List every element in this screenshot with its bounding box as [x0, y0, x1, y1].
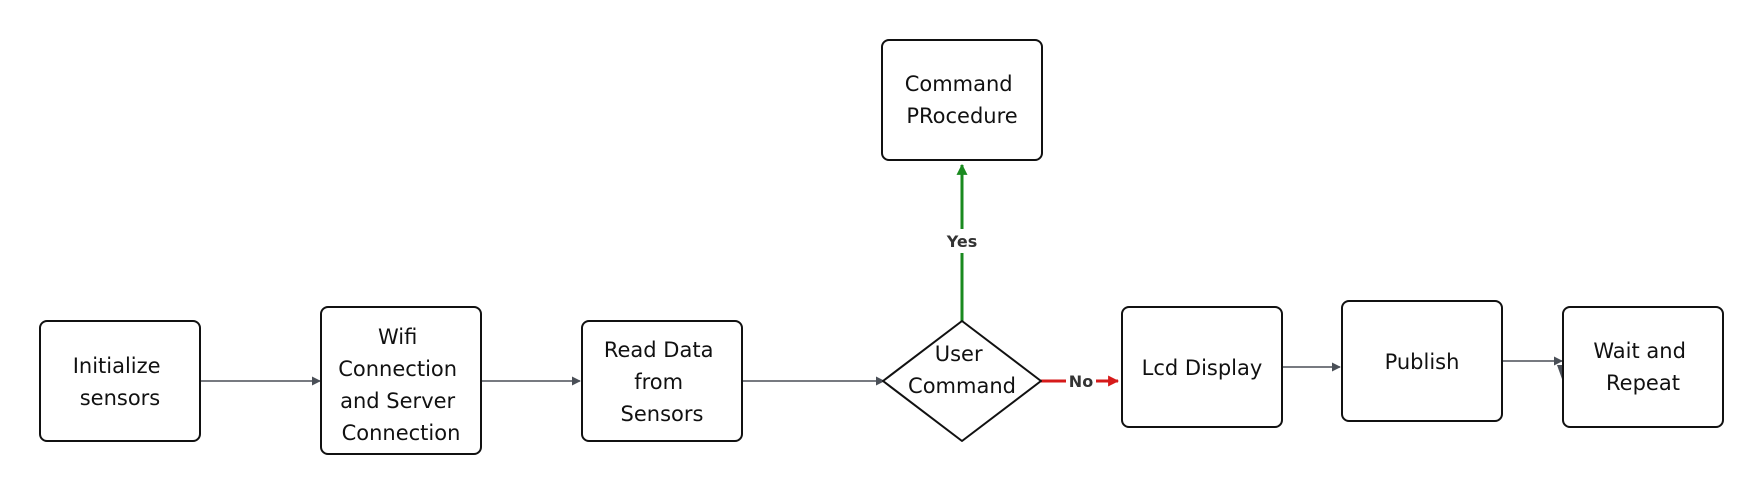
edges: Yes No	[200, 163, 1567, 392]
node-wifi-connection-line-2: Connection	[338, 357, 457, 381]
node-lcd-display[interactable]: Lcd Display	[1121, 306, 1283, 428]
node-read-data[interactable]: Read Data from Sensors	[581, 320, 743, 442]
node-initialize-sensors-line-1: Initialize	[73, 354, 161, 378]
node-command-procedure-line-2: PRocedure	[906, 104, 1017, 128]
node-wifi-connection[interactable]: Wifi Connection and Server Connection	[320, 306, 482, 455]
node-publish-line-1: Publish	[1385, 350, 1460, 374]
edge-label-bg-yes	[942, 229, 982, 253]
svg-text:User Command: User Command	[908, 342, 1016, 398]
edge-label-no: No	[1069, 372, 1093, 391]
edge-label-yes: Yes	[946, 232, 978, 251]
svg-text:Lcd Display: Lcd Display	[1142, 356, 1263, 380]
node-lcd-display-line-1: Lcd Display	[1142, 356, 1263, 380]
node-initialize-sensors[interactable]: Initialize sensors	[39, 320, 201, 442]
svg-text:Wait and Repeat: Wait and Repeat	[1593, 339, 1692, 395]
node-user-command-line-2: Command	[908, 374, 1016, 398]
node-read-data-line-1: Read Data	[604, 338, 714, 362]
node-user-command-decision[interactable]: User Command	[882, 320, 1042, 442]
svg-text:Read Data from: Read Data from Sensors	[604, 338, 720, 426]
node-wifi-connection-line-4: Connection	[342, 421, 461, 445]
node-user-command-line-1: User	[935, 342, 983, 366]
node-initialize-sensors-line-2: sensors	[80, 386, 161, 410]
node-command-procedure[interactable]: Command PRocedure	[881, 39, 1043, 161]
svg-text:Initialize sensors: Initialize sensors	[73, 354, 168, 410]
node-command-procedure-line-1: Command	[905, 72, 1013, 96]
node-wait-and-repeat[interactable]: Wait and Repeat	[1562, 306, 1724, 428]
svg-text:Command PRocedure: Command PRocedure	[905, 72, 1020, 128]
edge-label-bg-no	[1066, 370, 1096, 392]
node-wait-and-repeat-line-2: Repeat	[1606, 371, 1680, 395]
node-publish[interactable]: Publish	[1341, 300, 1503, 422]
node-read-data-line-2: from	[634, 370, 683, 394]
svg-text:Publish: Publish	[1385, 350, 1460, 374]
nodes: Initialize sensors Wifi Connection and S…	[39, 39, 1724, 455]
node-wifi-connection-line-3: and Server	[340, 389, 455, 413]
svg-text:Wifi Connection: Wifi Connection and Server Connection	[338, 325, 464, 445]
node-read-data-line-3: Sensors	[621, 402, 704, 426]
node-wait-and-repeat-line-1: Wait and	[1593, 339, 1686, 363]
node-wifi-connection-line-1: Wifi	[378, 325, 417, 349]
